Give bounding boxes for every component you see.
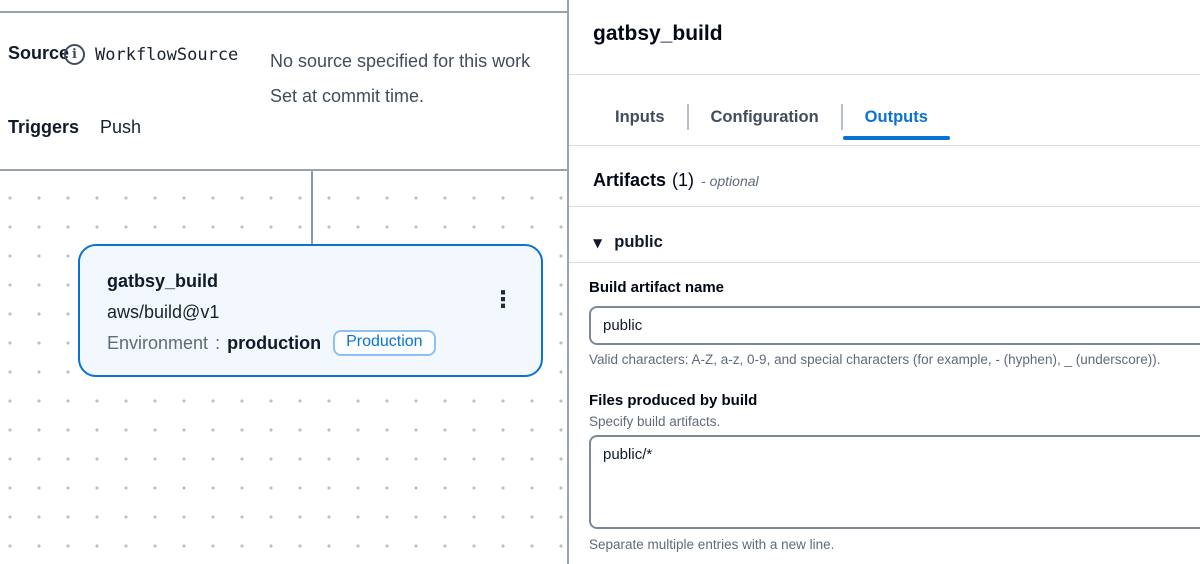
source-name: WorkflowSource <box>95 45 239 65</box>
triggers-label: Triggers <box>8 117 80 137</box>
workflow-node-gatbsy-build[interactable]: gatbsy_build aws/build@v1 Environment : … <box>78 244 543 377</box>
tab-separator <box>686 104 689 130</box>
artifact-name-heading: public <box>614 233 663 251</box>
build-artifact-name-input[interactable] <box>589 306 1200 345</box>
tab-configuration[interactable]: Configuration <box>689 89 841 145</box>
artifacts-optional-label: - optional <box>701 173 759 189</box>
triggers-value: Push <box>100 117 142 137</box>
info-icon[interactable]: i <box>64 44 85 65</box>
node-kebab-menu-icon[interactable]: ⋮ <box>491 282 515 318</box>
files-produced-textarea[interactable]: public/* <box>589 435 1200 529</box>
details-tabs: Inputs Configuration Outputs <box>593 89 950 145</box>
files-produced-description: Specify build artifacts. <box>589 414 721 429</box>
artifacts-section-header: Artifacts (1) - optional <box>593 170 759 191</box>
canvas-top-divider <box>0 169 567 171</box>
source-label: Source <box>8 43 70 63</box>
build-artifact-name-help: Valid characters: A-Z, a-z, 0-9, and spe… <box>589 352 1161 367</box>
panel-title: gatbsy_build <box>593 22 723 45</box>
tab-configuration-label: Configuration <box>710 107 819 126</box>
header-top-divider <box>0 11 567 13</box>
tab-outputs-label: Outputs <box>864 107 928 126</box>
build-artifact-name-label: Build artifact name <box>589 279 725 296</box>
files-produced-help: Separate multiple entries with a new lin… <box>589 537 835 552</box>
artifacts-divider <box>569 206 1200 207</box>
tab-separator <box>840 104 843 130</box>
collapse-triangle-icon: ▼ <box>593 235 603 250</box>
environment-value: production <box>227 332 322 353</box>
node-connector-line <box>311 171 313 246</box>
environment-badge[interactable]: Production <box>333 330 436 356</box>
node-action-type: aws/build@v1 <box>107 302 220 322</box>
environment-separator: : <box>215 332 221 353</box>
workflow-canvas-pane: Source i WorkflowSource No source specif… <box>0 0 567 564</box>
tabs-divider <box>569 145 1200 146</box>
environment-label: Environment <box>107 332 209 353</box>
title-divider <box>569 74 1200 75</box>
expander-divider <box>569 262 1200 263</box>
tab-inputs-label: Inputs <box>615 107 665 126</box>
tab-outputs[interactable]: Outputs <box>842 89 950 145</box>
artifacts-count: (1) <box>672 170 695 190</box>
dot-grid-canvas[interactable]: gatbsy_build aws/build@v1 Environment : … <box>0 171 567 564</box>
artifacts-title: Artifacts <box>593 170 667 190</box>
source-message: No source specified for this work Set at… <box>270 44 566 114</box>
node-title: gatbsy_build <box>107 271 219 291</box>
source-message-line2: Set at commit time. <box>270 86 425 106</box>
files-produced-label: Files produced by build <box>589 392 758 409</box>
node-details-panel: gatbsy_build Inputs Configuration Output… <box>567 0 1200 564</box>
source-message-line1: No source specified for this work <box>270 51 531 71</box>
artifact-expander-public[interactable]: ▼ public <box>593 233 663 252</box>
node-environment-row: Environment : production Production <box>107 330 436 356</box>
tab-inputs[interactable]: Inputs <box>593 89 687 145</box>
